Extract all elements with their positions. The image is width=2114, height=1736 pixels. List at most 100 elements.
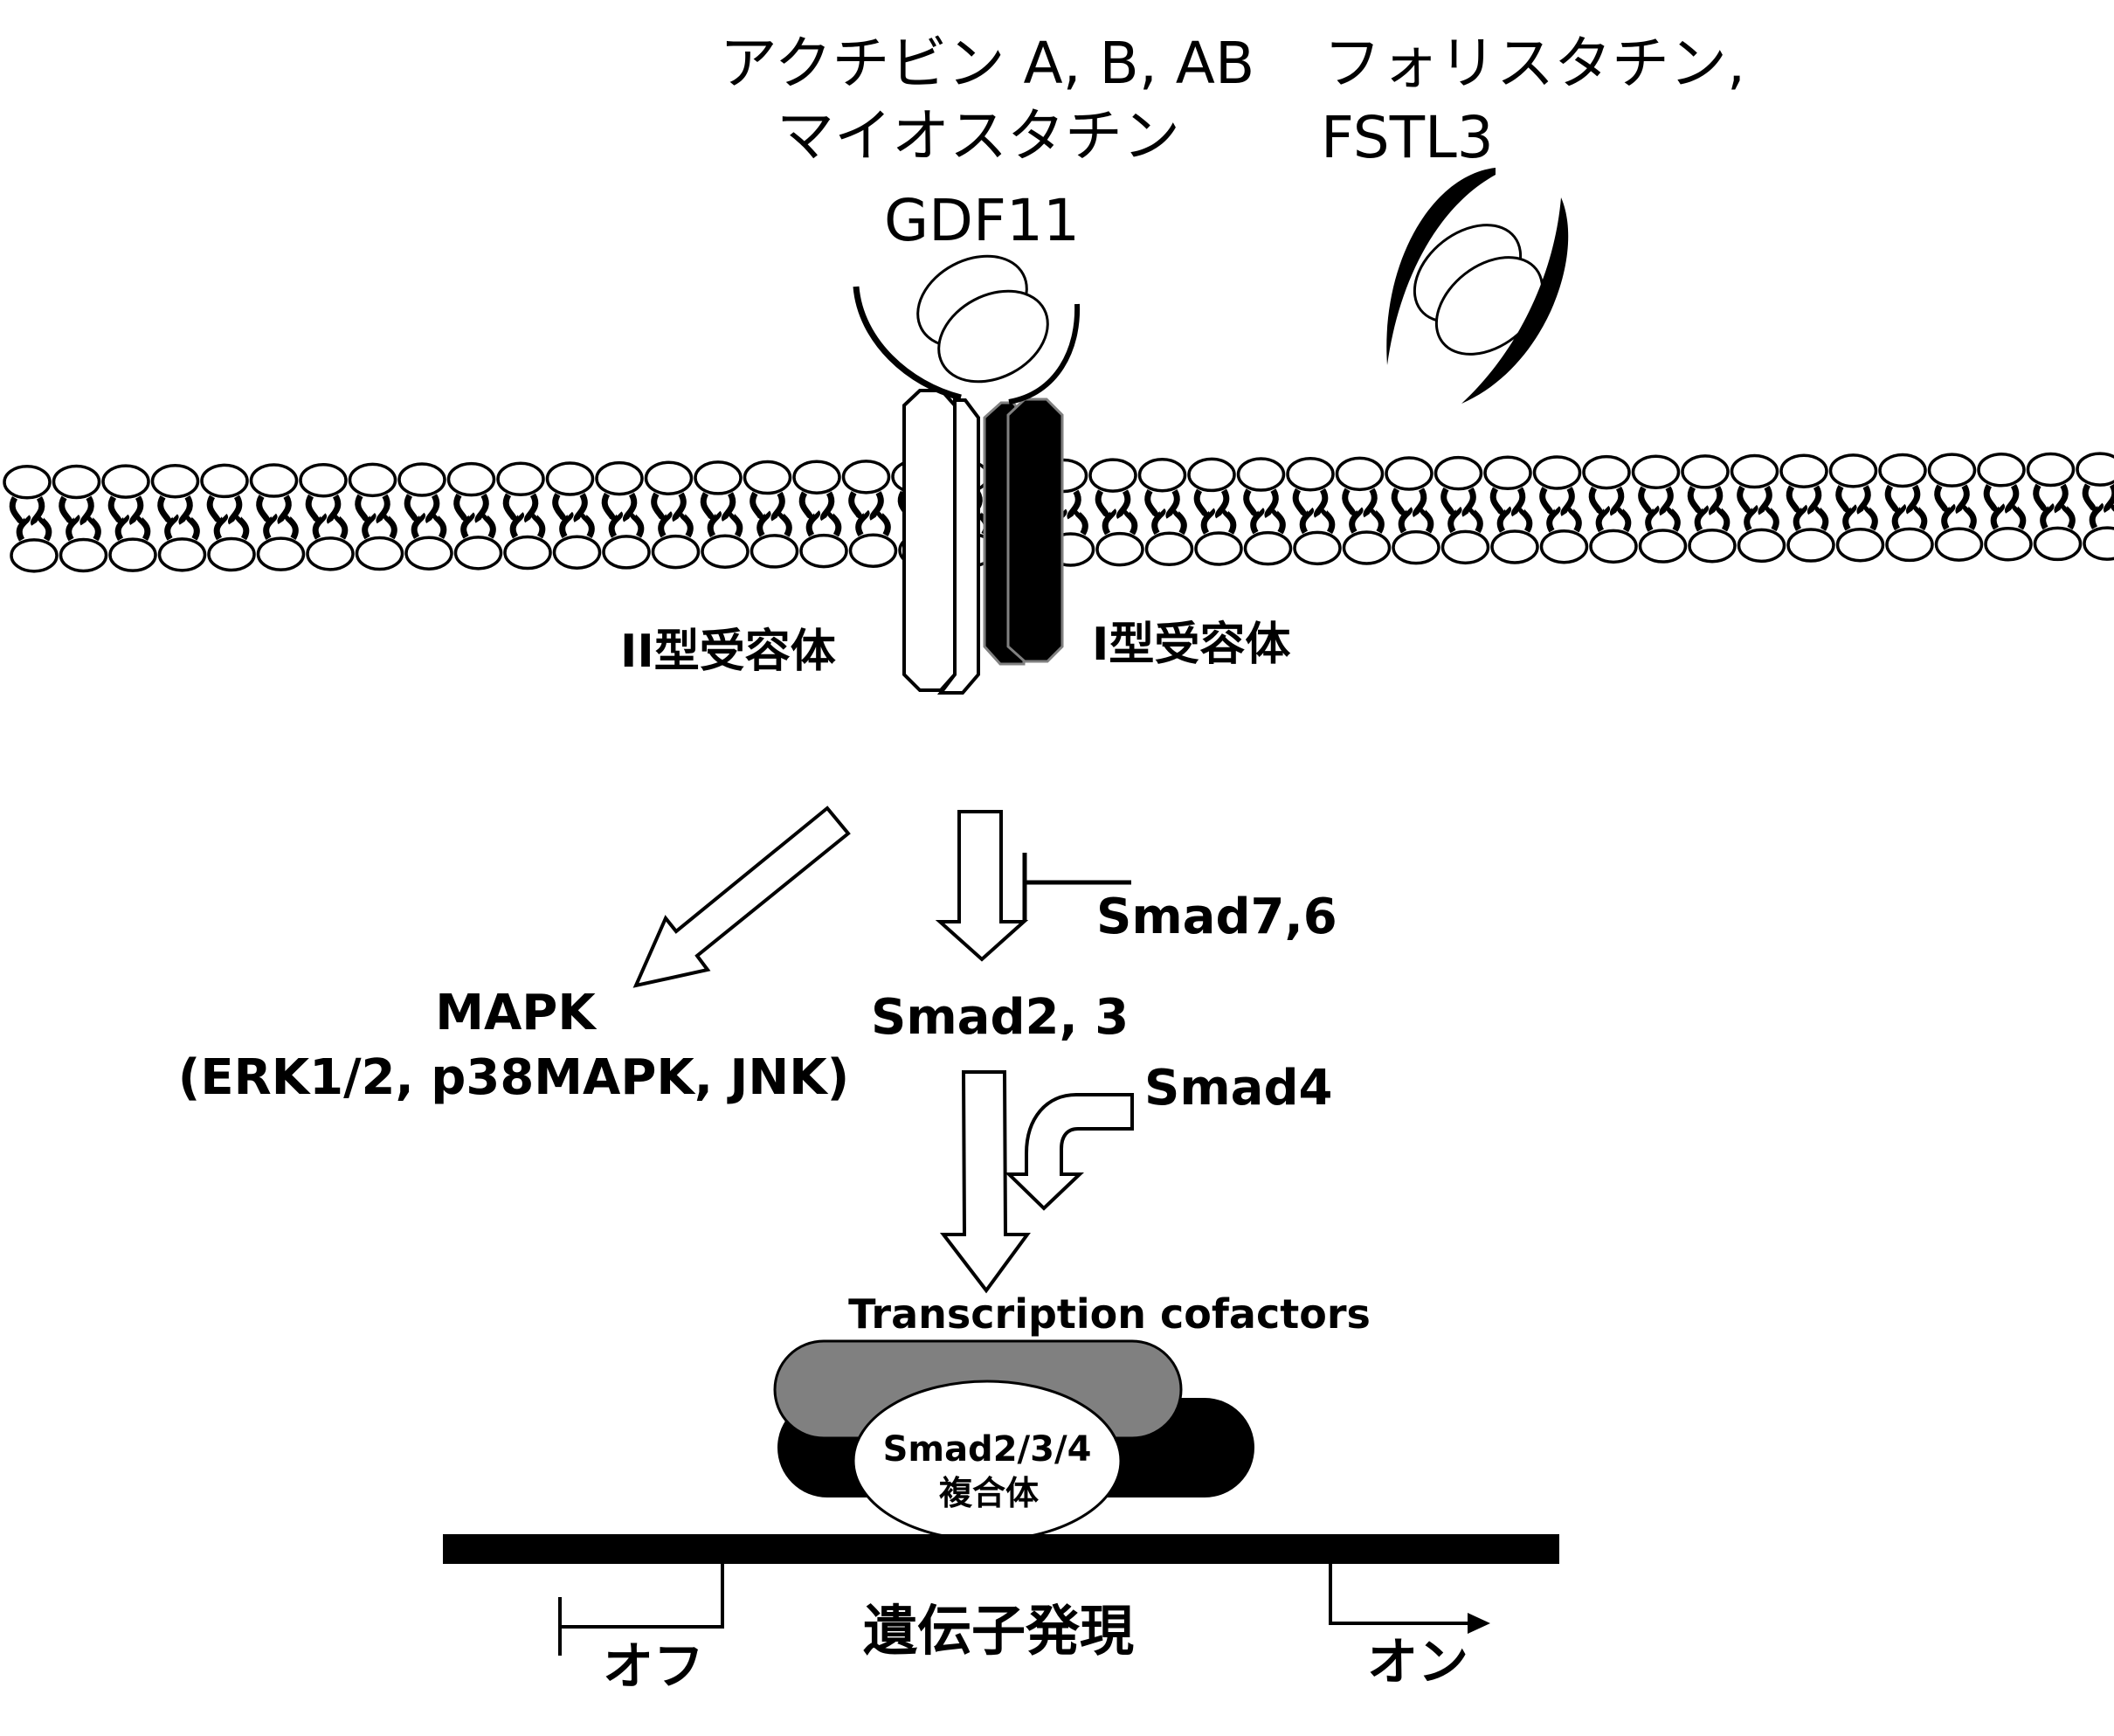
on-label: オン xyxy=(1367,1632,1468,1691)
lipid-head-inner xyxy=(1885,527,1934,563)
lipid-head-inner xyxy=(503,535,552,571)
type2-receptor-label: II型受容体 xyxy=(620,626,836,678)
fst-ligand-dimer-front xyxy=(1434,256,1544,356)
lipid-head-inner xyxy=(207,536,256,572)
lipid-head-outer xyxy=(1088,458,1137,493)
lipid-head-inner xyxy=(256,536,306,571)
lipid-head-inner xyxy=(1638,529,1688,564)
lipid-head-inner xyxy=(1243,530,1293,566)
lipid-head-outer xyxy=(1828,453,1878,488)
inhibitor-label-fstl3: FSTL3 xyxy=(1321,104,1494,171)
lipid-tails xyxy=(1884,484,1928,531)
lipid-head-outer xyxy=(249,463,299,498)
lipid-head-inner xyxy=(799,533,848,569)
lipid-head-outer xyxy=(1878,453,1927,488)
on-arrowhead xyxy=(1468,1613,1490,1634)
lipid-tails xyxy=(1193,488,1237,535)
follistatin-right-crescent xyxy=(1461,197,1569,404)
dna-strand xyxy=(443,1534,1559,1564)
smad23-label: Smad2, 3 xyxy=(871,989,1129,1046)
lipid-head-inner xyxy=(2033,526,2083,562)
lipid-head-outer xyxy=(743,460,792,495)
lipid-tails xyxy=(502,493,546,539)
ligand-labels: アクチビン A, B, AB マイオスタチン GDF11 xyxy=(720,30,1254,254)
lipid-head-inner xyxy=(1589,529,1638,564)
off-switch xyxy=(558,1564,724,1656)
lipid-head-inner xyxy=(157,537,207,572)
complex-label: 複合体 xyxy=(939,1474,1039,1512)
lipid-head-outer xyxy=(3,465,52,500)
mapk-arrow xyxy=(632,806,851,988)
lipid-tails xyxy=(1243,488,1286,535)
lipid-head-outer xyxy=(397,462,446,497)
lipid-head-outer xyxy=(496,461,545,497)
lipid-tails xyxy=(1391,488,1434,534)
gene-expression-label: 遺伝子発現 xyxy=(863,1599,1134,1663)
lipid-tails xyxy=(9,496,52,542)
lipid-tails xyxy=(2082,483,2114,529)
lipid-tails xyxy=(1737,485,1779,532)
lipid-head-inner xyxy=(1539,529,1589,564)
lipid-head-outer xyxy=(1730,453,1779,489)
lipid-tails xyxy=(1144,488,1187,536)
lipid-head-outer xyxy=(792,460,841,495)
lipid-head-outer xyxy=(200,463,249,499)
lipid-head-inner xyxy=(453,536,503,571)
lipid-tails xyxy=(1638,486,1681,532)
lipid-head-inner xyxy=(1293,530,1342,566)
lipid-head-outer xyxy=(1335,456,1385,492)
type2-receptor-front xyxy=(902,389,957,692)
ligand-label-myostatin: マイオスタチン xyxy=(777,102,1180,169)
lipid-head-outer xyxy=(841,460,891,495)
smad-complex-arrow xyxy=(939,1070,1031,1294)
follistatin-left-crescent xyxy=(1386,168,1496,365)
lipid-head-inner xyxy=(1144,531,1194,567)
lipid-tails xyxy=(453,493,496,539)
follistatin-complex xyxy=(1386,168,1569,404)
lipid-head-outer xyxy=(1681,454,1730,489)
lipid-head-inner xyxy=(1835,527,1885,563)
lipid-head-inner xyxy=(355,536,404,571)
lipid-head-outer xyxy=(1483,455,1532,491)
lipid-head-inner xyxy=(1934,527,1984,562)
lipid-tails xyxy=(848,491,891,537)
lipid-tails xyxy=(1983,484,2027,530)
lipid-head-outer xyxy=(1286,456,1335,492)
smad4-bent-arrow xyxy=(1005,1093,1134,1211)
lipid-head-outer xyxy=(2026,452,2076,488)
lipid-head-inner xyxy=(1440,529,1490,565)
lipid-tails xyxy=(651,492,694,538)
lipid-tails xyxy=(305,494,349,540)
lipid-head-outer xyxy=(644,460,694,496)
lipid-tails xyxy=(700,492,743,538)
lipid-head-inner xyxy=(2083,526,2114,561)
lipid-head-inner xyxy=(750,534,799,569)
lipid-head-outer xyxy=(446,461,496,497)
lipid-head-inner xyxy=(306,536,355,571)
lipid-head-inner xyxy=(59,537,108,573)
lipid-head-outer xyxy=(1137,458,1187,493)
lipid-tails xyxy=(1342,488,1385,534)
lipid-head-outer xyxy=(299,462,348,498)
receptor-complex xyxy=(853,254,1081,695)
smad23-arrow xyxy=(935,810,1029,962)
lipid-head-outer xyxy=(150,464,200,499)
lipid-head-outer xyxy=(1385,456,1434,491)
lipid-head-inner xyxy=(1737,528,1786,564)
lipid-head-inner xyxy=(701,534,750,569)
lipid-head-outer xyxy=(1631,454,1681,490)
lipid-head-inner xyxy=(602,535,651,570)
lipid-head-outer xyxy=(1977,453,2026,488)
lipid-head-inner xyxy=(1342,530,1392,565)
lipid-head-outer xyxy=(545,461,595,496)
lipid-head-outer xyxy=(694,460,743,495)
lipid-tails xyxy=(798,491,842,537)
lipid-tails xyxy=(552,493,595,538)
lipid-head-outer xyxy=(2076,452,2114,487)
lipid-tails xyxy=(1539,487,1582,533)
cofactors-label: Transcription cofactors xyxy=(848,1290,1371,1338)
lipid-tails xyxy=(355,494,397,540)
type2-receptor-arc xyxy=(853,286,962,401)
lipid-tails xyxy=(1292,488,1336,535)
